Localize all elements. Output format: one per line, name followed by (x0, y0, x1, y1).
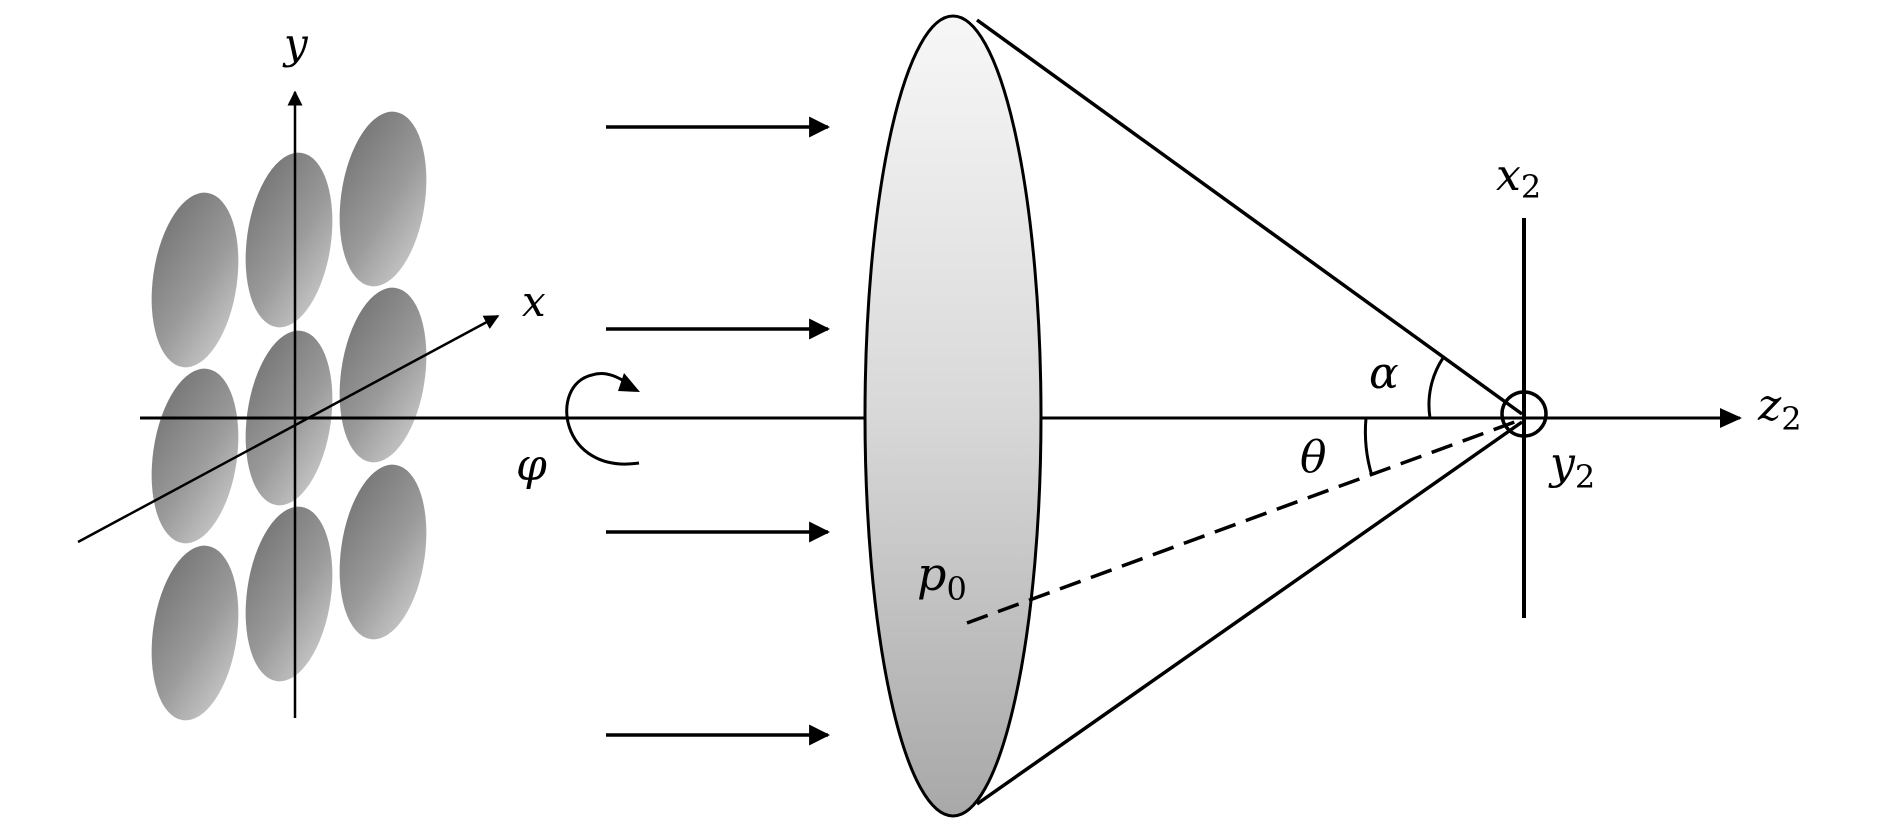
ellipsoid (245, 506, 333, 682)
theta-label: θ (1300, 432, 1327, 483)
rotation-arrow-icon (565, 371, 640, 466)
ellipsoid (151, 545, 239, 721)
z2-axis-arrowhead (1720, 408, 1742, 428)
x-axis-label: x (522, 277, 546, 326)
ellipsoid (339, 111, 427, 287)
theta-angle-arc (1363, 417, 1374, 477)
lens (863, 14, 1043, 818)
z2-label: z2 (1757, 380, 1802, 438)
ellipsoid (151, 368, 239, 544)
phi-label: φ (516, 440, 547, 491)
focal-point-marker (1500, 390, 1548, 438)
ellipsoid (151, 192, 239, 368)
rotation-arrowhead (618, 373, 640, 392)
incoming-beams (606, 116, 831, 746)
x-axis (77, 314, 500, 544)
ellipsoid (339, 464, 427, 640)
ellipsoid (245, 152, 333, 328)
dashed-ray (966, 418, 1521, 625)
cone-edge-top (975, 18, 1524, 416)
p0-label: p0 (917, 547, 967, 608)
cone-edge-bottom (975, 420, 1524, 806)
alpha-label: α (1369, 348, 1399, 399)
object-ellipsoid-grid (151, 111, 427, 721)
y2-label: y2 (1548, 438, 1595, 496)
alpha-angle-arc (1427, 357, 1445, 419)
ellipsoid (339, 287, 427, 463)
x2-label: x2 (1496, 150, 1541, 206)
y-axis-label: y (282, 19, 309, 68)
